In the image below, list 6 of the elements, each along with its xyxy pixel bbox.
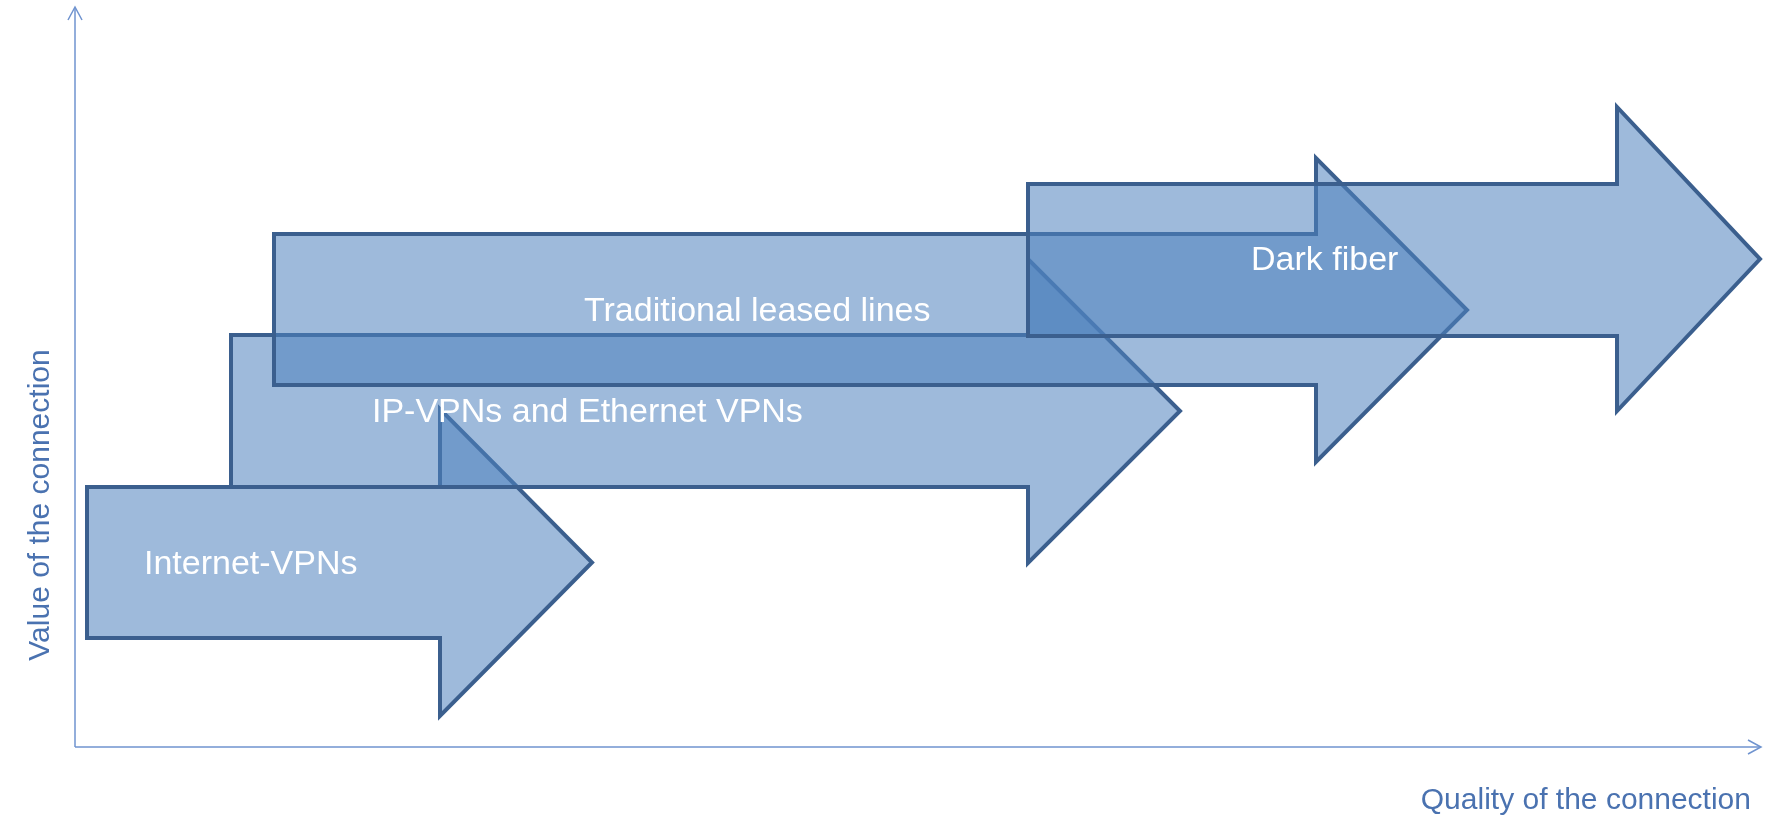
arrow-label: Traditional leased lines bbox=[584, 291, 931, 329]
arrow-label: Internet-VPNs bbox=[144, 543, 358, 582]
arrow-label: IP-VPNs and Ethernet VPNs bbox=[372, 392, 803, 430]
arrow-label: Dark fiber bbox=[1251, 240, 1399, 278]
y-axis-label: Value of the connection bbox=[21, 349, 55, 661]
x-axis-label: Quality of the connection bbox=[1420, 782, 1751, 815]
